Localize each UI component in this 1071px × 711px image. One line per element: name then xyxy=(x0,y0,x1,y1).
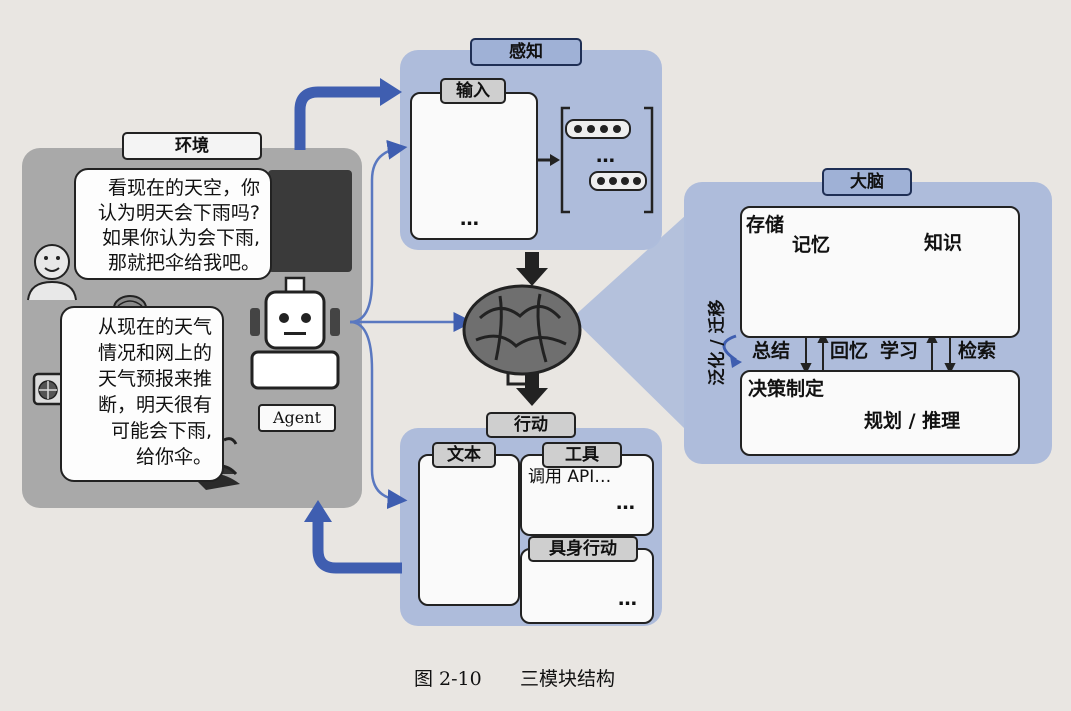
retrieve-label: 检索 xyxy=(958,340,997,362)
embodied-label: 具身行动 xyxy=(528,536,638,562)
agent-to-perception-line xyxy=(349,139,408,324)
text-label: 文本 xyxy=(432,442,496,468)
reply-line-5: 可能会下雨, xyxy=(110,420,212,442)
speech-line-3: 如果你认为会下雨, xyxy=(101,227,260,249)
brain-funnel xyxy=(572,215,686,430)
action-to-env-arrowhead xyxy=(304,500,332,522)
env-to-perception-arrowhead xyxy=(380,78,402,106)
agent-label: Agent xyxy=(258,404,336,432)
summarize-label: 总结 xyxy=(752,340,791,362)
speech-line-2: 认为明天会下雨吗? xyxy=(97,202,260,224)
reply-line-2: 情况和网上的 xyxy=(97,342,212,364)
action-to-env-arrow xyxy=(312,520,402,574)
reply-line-1: 从现在的天气 xyxy=(97,316,212,338)
recall-label: 回忆 xyxy=(830,340,869,362)
storage-decision-arrows xyxy=(800,331,956,375)
learn-label: 学习 xyxy=(880,340,919,362)
input-label: 输入 xyxy=(440,78,506,104)
environment-screen xyxy=(268,170,352,272)
perception-title: 感知 xyxy=(470,38,582,66)
decision-box xyxy=(740,370,1020,456)
agent-to-action-line xyxy=(349,320,408,510)
embedding-vector-2 xyxy=(589,171,647,191)
memory-label: 记忆 xyxy=(792,234,831,256)
figure-number: 图 2-10 xyxy=(414,668,482,690)
reply-line-4: 断，明天很有 xyxy=(97,394,212,416)
speech-line-4: 那就把伞给我吧。 xyxy=(107,252,260,274)
embodied-ellipsis: … xyxy=(618,588,637,610)
speech-line-1: 看现在的天空，你 xyxy=(107,177,260,199)
to-embedding-arrow xyxy=(538,154,560,166)
person-icon xyxy=(27,244,77,301)
perception-input-box xyxy=(410,92,538,240)
storage-label: 存储 xyxy=(746,214,785,236)
brain-icon xyxy=(462,284,582,386)
text-output-box xyxy=(418,454,520,606)
perception-to-brain-arrow xyxy=(516,252,548,286)
reply-line-6: 给你伞。 xyxy=(135,446,212,468)
decision-label: 决策制定 xyxy=(748,378,825,400)
perception-input-ellipsis: … xyxy=(460,208,479,230)
environment-title: 环境 xyxy=(122,132,262,160)
env-to-perception-arrow xyxy=(294,86,382,150)
generalize-loop-arrow xyxy=(722,334,742,368)
tools-ellipsis: … xyxy=(616,492,635,514)
figure-title: 三模块结构 xyxy=(520,668,616,690)
knowledge-label: 知识 xyxy=(924,232,963,254)
reply-line-3: 天气预报来推 xyxy=(97,368,212,390)
brain-title: 大脑 xyxy=(822,168,912,196)
action-title: 行动 xyxy=(486,412,576,438)
perception-vector-ellipsis: … xyxy=(596,145,615,167)
embedding-vector-1 xyxy=(565,119,631,139)
agent-reply-bubble: 从现在的天气 情况和网上的 天气预报来推 断，明天很有 可能会下雨, 给你伞。 xyxy=(60,306,224,482)
api-call-label: 调用 API… xyxy=(528,467,612,487)
user-speech-bubble: 看现在的天空，你 认为明天会下雨吗? 如果你认为会下雨, 那就把伞给我吧。 xyxy=(74,168,272,280)
agent-robot-icon xyxy=(250,276,340,390)
planning-label: 规划 / 推理 xyxy=(864,410,961,432)
storage-box xyxy=(740,206,1020,338)
embedding-bracket xyxy=(560,106,654,214)
tools-label: 工具 xyxy=(542,442,622,468)
generalize-label: 泛化 / 迁移 xyxy=(707,299,728,386)
